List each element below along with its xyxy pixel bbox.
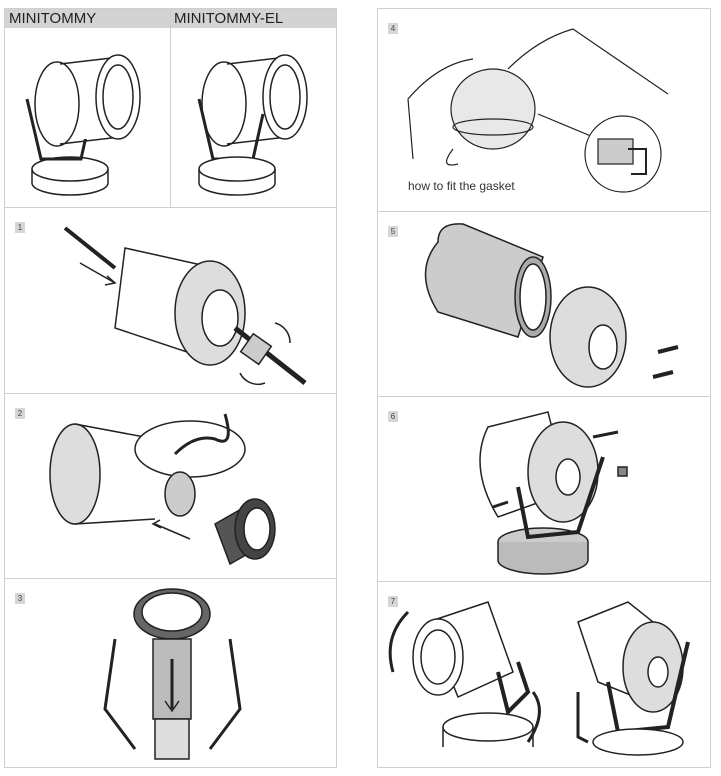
step-panel-3: 3 bbox=[5, 579, 336, 767]
bracket-mounting-illustration bbox=[479, 411, 628, 575]
step-number: 2 bbox=[15, 408, 25, 419]
left-column: MINITOMMY MINITOMMY-EL bbox=[4, 8, 337, 768]
step-panel-4: 4 how to fit the gasket bbox=[378, 9, 710, 212]
step-number: 6 bbox=[388, 411, 398, 422]
gasket-illustration bbox=[407, 28, 669, 193]
step-number: 4 bbox=[388, 23, 398, 34]
diffuser-assembly-illustration bbox=[424, 223, 679, 388]
model-label: MINITOMMY bbox=[5, 9, 170, 28]
orientation-adjustment-illustration bbox=[388, 601, 690, 756]
step-panel-5: 5 bbox=[378, 212, 710, 397]
step-panel-2: 2 bbox=[5, 394, 336, 579]
cable-gland-illustration bbox=[63, 226, 307, 386]
step-number: 5 bbox=[388, 226, 398, 237]
step-number: 1 bbox=[15, 222, 25, 233]
lamp-fitting-illustration bbox=[103, 588, 242, 760]
model-label: MINITOMMY-EL bbox=[170, 9, 336, 28]
step-panel-7: 7 bbox=[378, 582, 710, 769]
lamp-insertion-illustration bbox=[49, 413, 276, 566]
step-panel-1: 1 bbox=[5, 208, 336, 394]
step-number: 7 bbox=[388, 596, 398, 607]
step-panel-6: 6 bbox=[378, 397, 710, 582]
product-illustration-minitommy bbox=[25, 54, 308, 196]
step-number: 3 bbox=[15, 593, 25, 604]
step-caption: how to fit the gasket bbox=[408, 179, 515, 193]
divider bbox=[170, 9, 171, 207]
model-panel: MINITOMMY MINITOMMY-EL bbox=[5, 9, 336, 208]
right-column: 4 how to fit the gasket 5 bbox=[377, 8, 711, 768]
